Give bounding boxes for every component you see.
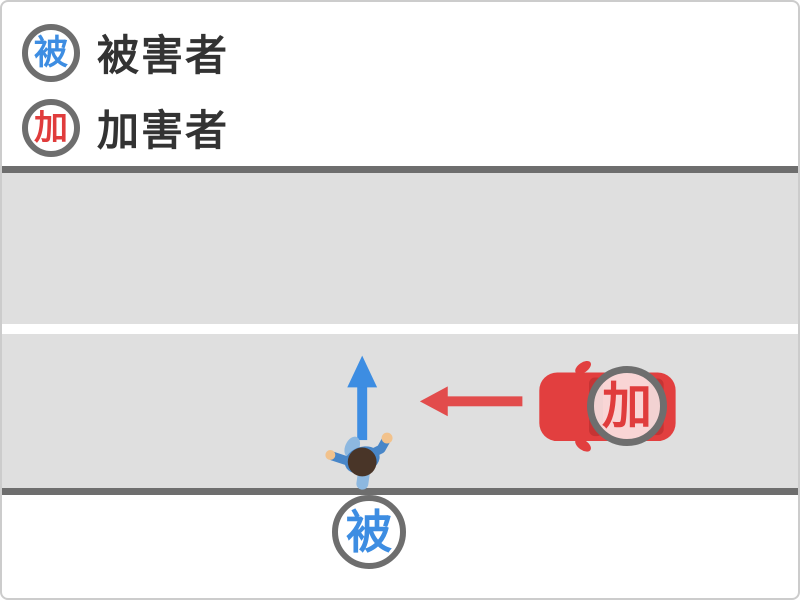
- attacker-label: 加害者: [97, 107, 230, 154]
- victim-badge-char: 被: [346, 506, 392, 558]
- victim-badge: 被: [332, 495, 406, 569]
- road-edge-top: [2, 166, 798, 173]
- road-edge-bottom: [2, 488, 798, 495]
- attacker-direction-arrow-icon: [419, 386, 523, 417]
- legend-item-victim: 被 被害者: [22, 22, 229, 83]
- lane-upper: [2, 173, 798, 324]
- legend-item-attacker: 加 加害者: [22, 97, 229, 158]
- victim-direction-arrow-icon: [347, 355, 378, 441]
- legend: 被 被害者 加 加害者: [22, 22, 229, 158]
- attacker-badge-icon: 加: [22, 98, 80, 157]
- attacker-badge-char: 加: [602, 378, 652, 434]
- victim-label: 被害者: [97, 32, 230, 79]
- attacker-badge: 加: [587, 366, 667, 446]
- victim-badge-icon: 被: [22, 23, 80, 82]
- pedestrian-icon: [325, 432, 393, 490]
